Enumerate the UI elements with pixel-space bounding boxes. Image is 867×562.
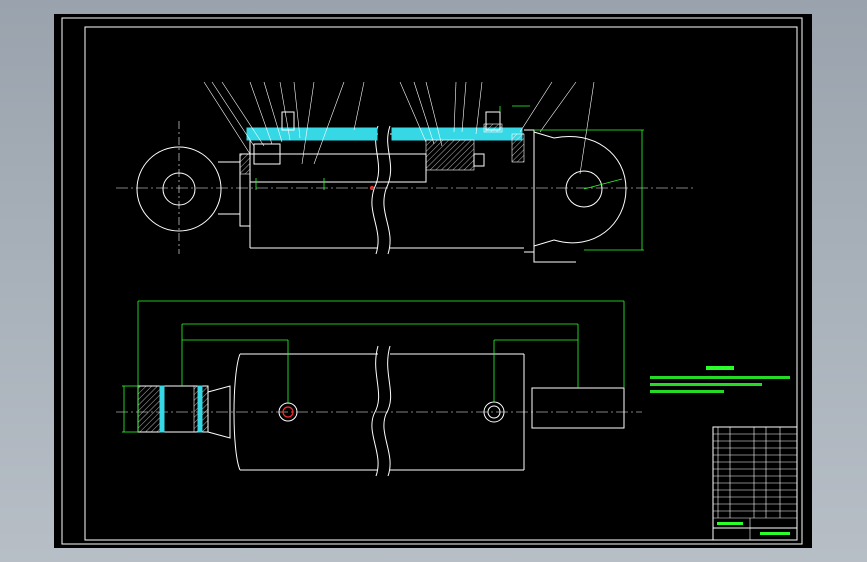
title-block	[712, 426, 798, 541]
seal-strip-r	[197, 385, 203, 433]
bottom-break-right	[383, 345, 392, 477]
notes-heading	[706, 366, 734, 370]
section-band-1	[246, 127, 378, 141]
notes-line-3	[650, 390, 724, 393]
bottom-neck	[207, 385, 231, 439]
notes-line-2	[650, 383, 762, 386]
cad-viewport[interactable]	[54, 14, 812, 548]
notes-line-1	[650, 376, 790, 379]
bottom-view	[116, 300, 642, 477]
piston-seal	[473, 153, 485, 167]
drawing-sheet	[61, 17, 803, 545]
port-seal	[483, 123, 503, 133]
rear-clevis-neck	[533, 246, 576, 263]
break-line-right	[383, 125, 392, 255]
part-callouts	[203, 81, 595, 175]
rear-cap-hatch	[511, 133, 525, 163]
bottom-dimensions	[122, 300, 625, 433]
gland-hatch	[239, 153, 251, 175]
outer-frame	[61, 17, 803, 545]
bottom-body-left	[233, 353, 378, 471]
front-dimensions	[255, 105, 644, 251]
title-block-label-right	[760, 532, 790, 535]
front-section-view	[116, 81, 694, 263]
cylinder-body	[249, 133, 378, 249]
bottom-body-right	[390, 353, 525, 471]
break-line-left	[371, 125, 380, 255]
bottom-port-left-red	[282, 406, 294, 418]
bottom-break-left	[371, 345, 380, 477]
rod-eye-outer	[136, 146, 222, 232]
seal-strip-l	[159, 385, 165, 433]
rear-clevis	[533, 131, 627, 247]
rear-cap	[524, 129, 535, 253]
title-block-label-left	[717, 522, 743, 525]
bottom-port-right-inner	[487, 405, 501, 419]
inner-frame	[84, 26, 798, 541]
rear-eye-bore	[565, 170, 603, 208]
technical-notes	[650, 366, 790, 393]
inner-rod	[249, 153, 427, 183]
piston-section	[425, 139, 475, 171]
gland-detail	[253, 143, 281, 165]
bottom-rear-stub	[531, 387, 625, 429]
section-band-2	[391, 127, 523, 141]
port-highlight-left	[369, 185, 375, 191]
rod-end-hatch-l	[137, 385, 161, 433]
